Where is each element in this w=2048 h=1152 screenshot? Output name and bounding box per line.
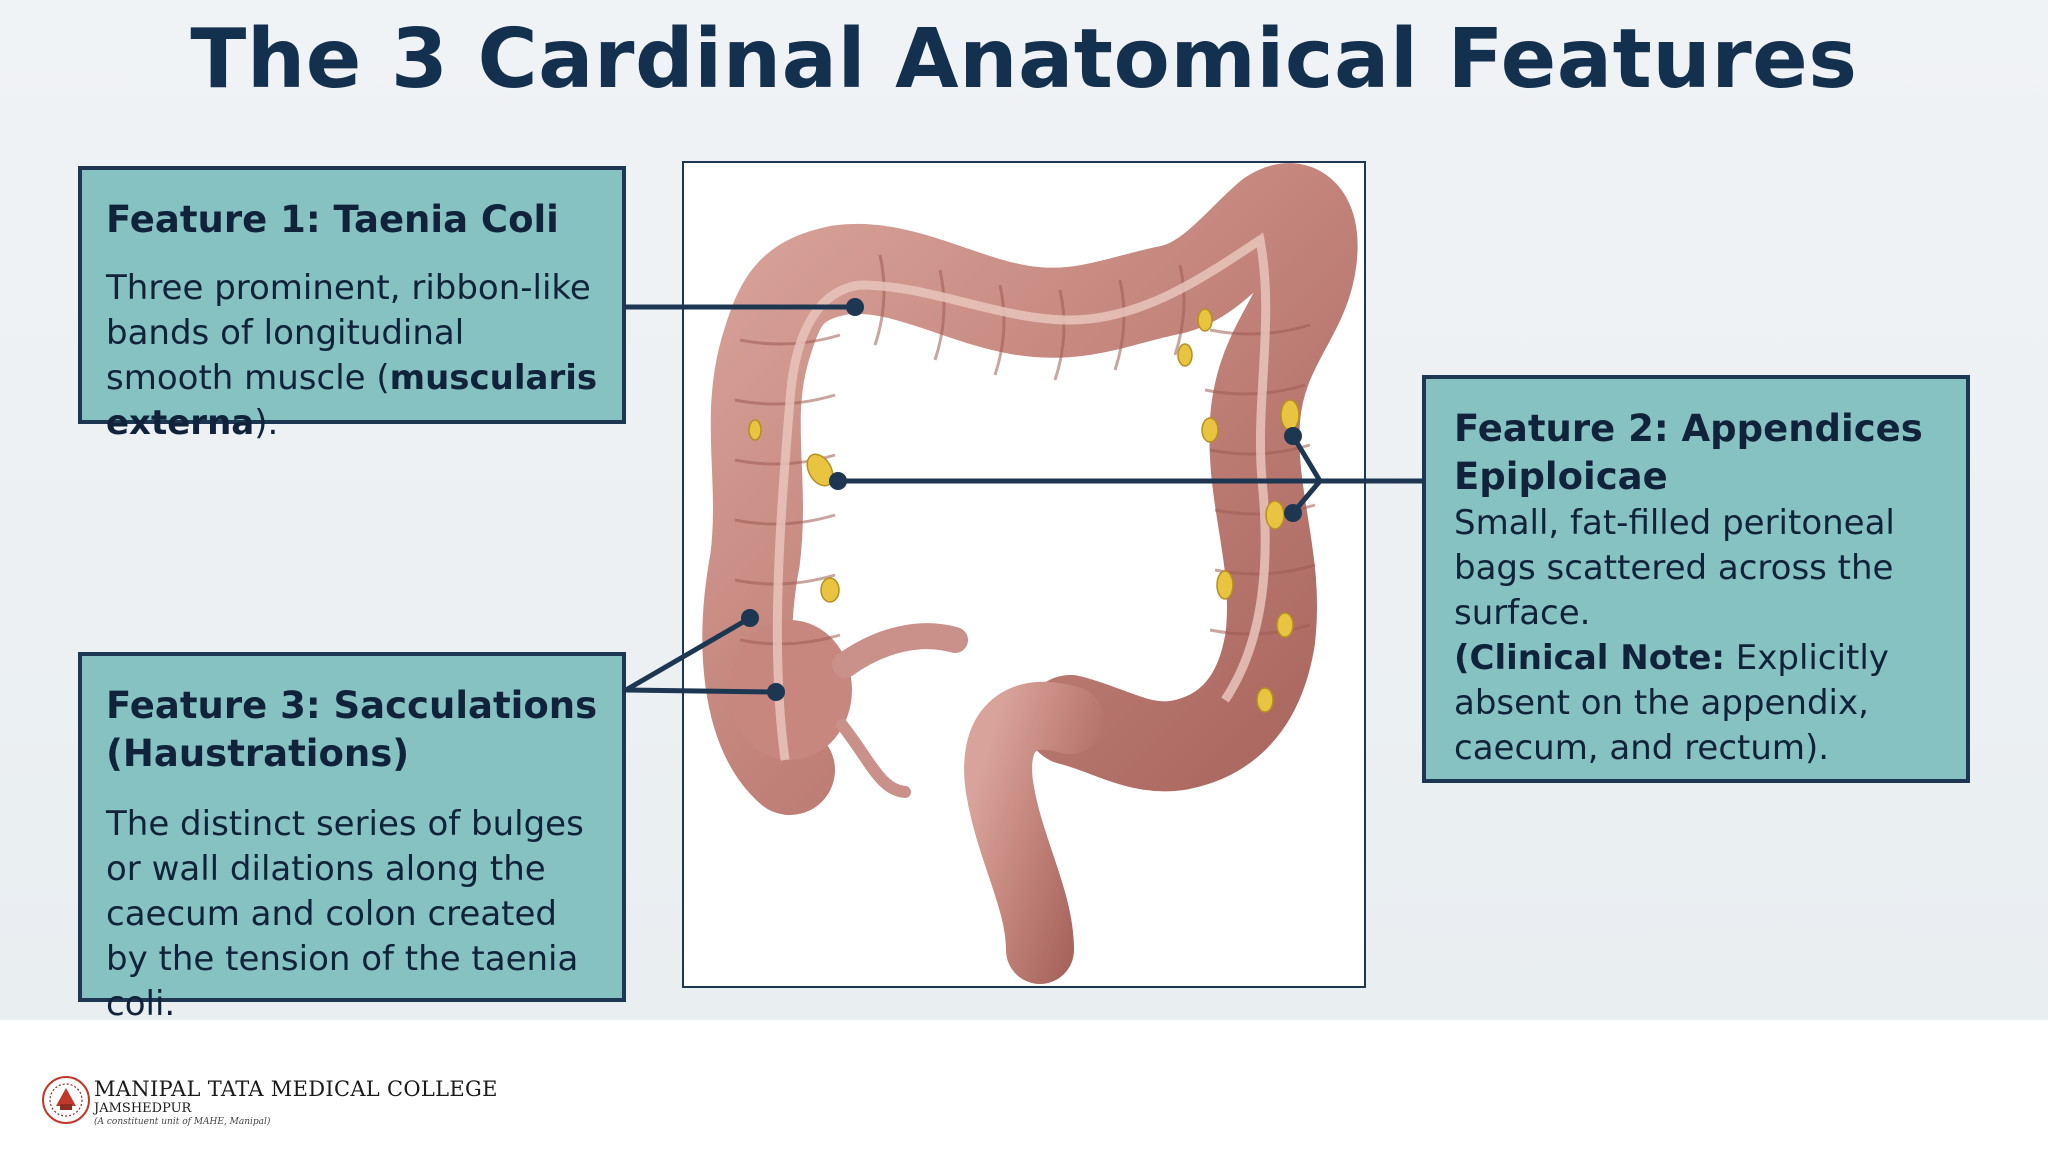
leader-dots [741, 298, 1302, 701]
clinical-note-text: Explicitly absent on the appendix, caecu… [1454, 638, 1889, 768]
colon-illustration [624, 163, 1422, 984]
feature-1-text-end: ). [254, 403, 279, 443]
clinical-note-paren: ( [1454, 638, 1470, 678]
college-subtitle: (A constituent unit of MAHE, Manipal) [94, 1117, 271, 1127]
feature-1-text: Three prominent, ribbon-like bands of lo… [106, 266, 598, 446]
feature-1-box: Feature 1: Taenia Coli Three prominent, … [78, 166, 626, 443]
feature-2-heading: Feature 2: Appendices Epiploicae [1454, 407, 1923, 498]
feature-3-heading: Feature 3: Sacculations (Haustrations) [106, 684, 598, 775]
feature-2-box: Feature 2: Appendices Epiploicae Small, … [1422, 375, 1970, 783]
feature-3-text: The distinct series of bulges or wall di… [106, 804, 584, 1024]
feature-1-text-part: Three prominent, ribbon-like bands of lo… [106, 268, 591, 398]
slide-title: The 3 Cardinal Anatomical Features [190, 12, 1858, 107]
college-city: JAMSHEDPUR [94, 1101, 192, 1116]
fat-tags [748, 308, 1300, 713]
college-seal-icon [42, 1076, 90, 1124]
college-identity: MANIPAL TATA MEDICAL COLLEGE JAMSHEDPUR … [94, 1077, 498, 1128]
feature-1-heading: Feature 1: Taenia Coli [106, 198, 559, 241]
footer-bar [0, 1020, 2048, 1152]
feature-2-text: Small, fat-filled peritoneal bags scatte… [1454, 503, 1895, 633]
feature-3-box: Feature 3: Sacculations (Haustrations) T… [78, 652, 626, 1024]
college-name: MANIPAL TATA MEDICAL COLLEGE [94, 1077, 498, 1101]
feature-1-text-strong: muscularis externa [106, 358, 598, 443]
clinical-note-label: Clinical Note: [1469, 638, 1725, 678]
feature-2-clinical-note: (Clinical Note: Explicitly absent on the… [1454, 636, 1938, 771]
leader-lines [624, 304, 1422, 695]
